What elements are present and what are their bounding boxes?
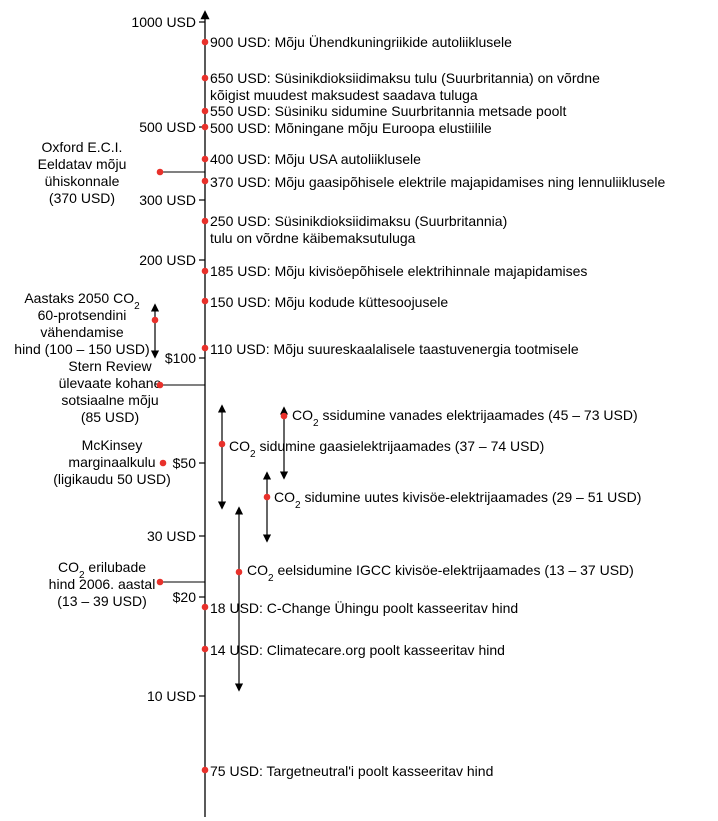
ccs-label: CO2 sidumine gaasielektrijaamades (37 – … [229,438,544,460]
estimate-label: (370 USD) [49,190,115,206]
price-point-label: 400 USD: Mõju USA autoliiklusele [210,151,421,167]
price-point-dot [201,645,209,653]
estimate-label: ühiskonnale [45,173,120,189]
estimate-label: ülevaate kohane [59,375,162,391]
price-point-dot [201,74,209,82]
estimate-label: Aastaks 2050 CO2 [24,290,140,312]
ccs-dot [280,412,288,420]
ccs-labels: CO2 ssidumine vanades elektrijaamades (4… [229,407,641,584]
price-point-label: 18 USD: C-Change Ühingu poolt kasseerita… [210,599,518,616]
estimate-dot [151,316,159,324]
price-point-dot [201,38,209,46]
price-point-dot [201,344,209,352]
estimate-label: McKinsey [82,437,143,453]
ccs-dot [235,568,243,576]
estimate-dot [156,381,164,389]
ccs-label: CO2 sidumine uutes kivisöe-elektrijaamad… [274,489,641,511]
price-point-label: 250 USD: Süsinikdioksiidimaksu (Suurbrit… [210,213,507,229]
price-point-dot [201,603,209,611]
estimate-dot [159,459,167,467]
estimate-dot [156,578,164,586]
price-point-label: 370 USD: Mõju gaasipõhisele elektrile ma… [210,174,665,190]
axis-tick-label: 1000 USD [131,14,196,30]
price-point-dot [201,107,209,115]
ccs-dot [263,493,271,501]
estimate-label: vähendamise [40,324,123,340]
price-point-label: kõigist muudest maksudest saadava tuluga [210,87,478,103]
axis-tick-label: 200 USD [139,252,196,268]
ccs-dot [218,440,226,448]
estimate-label: sotsiaalne mõju [61,392,158,408]
ccs-label: CO2 ssidumine vanades elektrijaamades (4… [292,407,638,429]
price-point-label: tulu on võrdne käibemaksutuluga [210,230,416,246]
estimate-label: (ligikaudu 50 USD) [53,471,171,487]
axis-tick-label: 10 USD [147,688,196,704]
marker-dots [151,38,288,774]
axis-tick-label: 30 USD [147,528,196,544]
price-point-dot [201,766,209,774]
estimate-label: Stern Review [68,358,152,374]
price-point-label: 110 USD: Mõju suureskaalalisele taastuve… [210,341,579,357]
axis-tick-label: $100 [165,350,196,366]
price-point-label: 550 USD: Süsiniku sidumine Suurbritannia… [210,103,567,119]
axis-ticks: 1000 USD 500 USD 300 USD 200 USD $100 $50 30 U… [131,14,205,704]
ccs-label: CO2 eelsidumine IGCC kivisöe-elektrijaam… [247,562,634,584]
price-point-label: 14 USD: Climatecare.org poolt kasseerita… [210,642,505,658]
estimate-label: marginaalkulu [68,454,155,470]
price-point-label: 185 USD: Mõju kivisöepõhisele elektrihin… [210,263,587,279]
estimate-dot [156,168,164,176]
price-point-label: 650 USD: Süsinikdioksiidimaksu tulu (Suu… [210,70,600,86]
estimate-label: (13 – 39 USD) [57,593,146,609]
estimate-label: (85 USD) [81,409,139,425]
price-point-dot [201,123,209,131]
estimate-label: Eeldatav mõju [38,156,127,172]
axis-tick-label: 500 USD [139,119,196,135]
range-arrows [150,303,289,692]
price-point-dot [201,297,209,305]
price-point-label: 75 USD: Targetneutral'i poolt kasseerita… [210,763,493,779]
price-point-dot [201,217,209,225]
price-point-label: 150 USD: Mõju kodude küttesoojusele [210,294,448,310]
estimate-label: Oxford E.C.I. [42,139,123,155]
price-point-dot [201,177,209,185]
right-labels: 900 USD: Mõju Ühendkuningriikide autolii… [210,33,665,779]
axis-tick-label: $50 [173,455,197,471]
estimate-label: 60-protsendini [38,307,127,323]
price-point-dot [201,267,209,275]
price-point-dot [201,155,209,163]
estimate-label: hind (100 – 150 USD) [14,341,149,357]
price-point-label: 500 USD: Mõningane mõju Euroopa elustiil… [210,120,492,136]
axis-tick-label: 300 USD [139,192,196,208]
price-point-label: 900 USD: Mõju Ühendkuningriikide autolii… [210,33,512,50]
connector-lines [160,171,205,583]
left-labels: Oxford E.C.I.Eeldatav mõjuühiskonnale(37… [14,139,170,609]
axis-tick-label: $20 [173,589,197,605]
estimate-label: hind 2006. aastal [49,576,156,592]
estimate-label: CO2 erilubade [58,559,146,581]
